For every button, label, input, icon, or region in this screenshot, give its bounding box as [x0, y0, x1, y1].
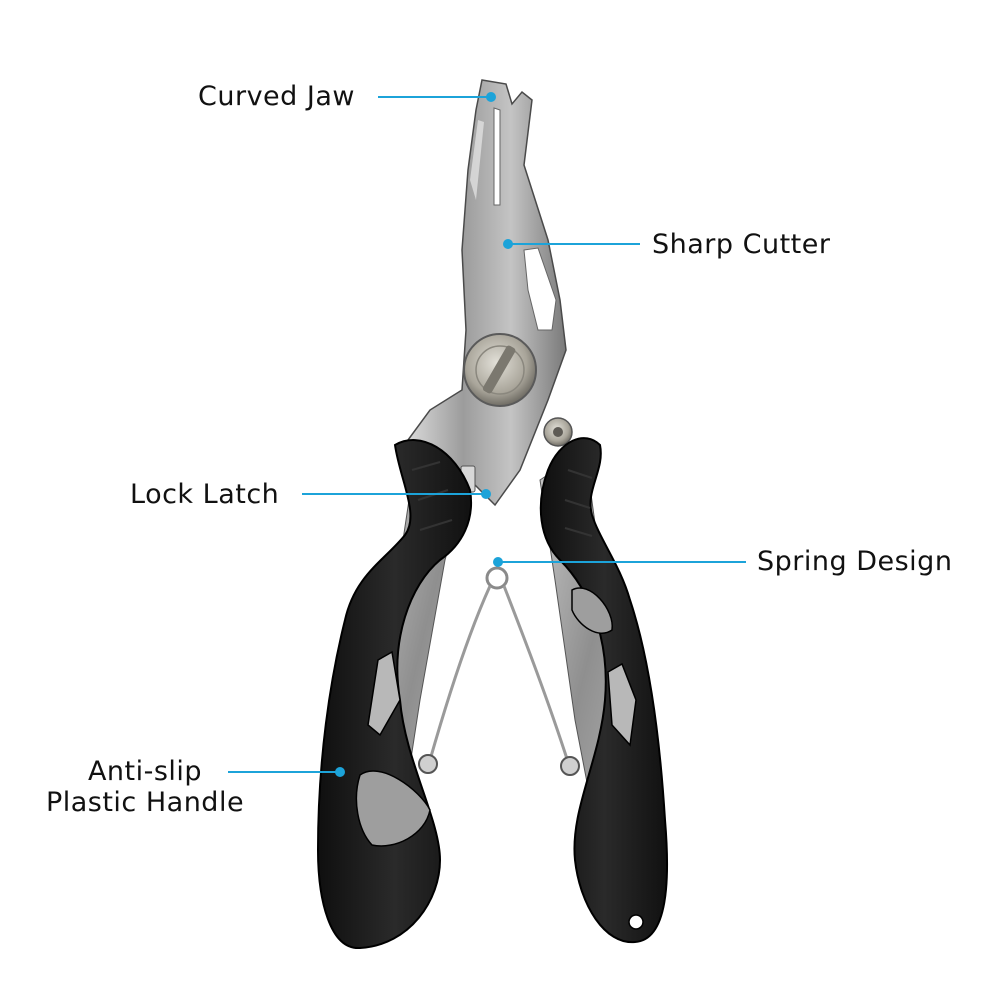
spring	[418, 566, 580, 776]
pivot-screw	[463, 333, 537, 407]
label-spring-design: Spring Design	[757, 546, 953, 577]
label-anti-slip-handle: Anti-slip Plastic Handle	[40, 756, 250, 818]
callout-curved-jaw-pointer	[378, 92, 496, 102]
label-sharp-cutter: Sharp Cutter	[652, 229, 831, 260]
callout-handle-pointer	[228, 767, 345, 777]
left-handle	[316, 439, 472, 950]
label-lock-latch: Lock Latch	[130, 479, 280, 510]
rivet	[543, 417, 573, 447]
label-anti-slip-line2: Plastic Handle	[45, 787, 245, 818]
label-curved-jaw: Curved Jaw	[198, 81, 355, 112]
callout-lock-latch-pointer	[302, 489, 491, 499]
callout-spring-design-pointer	[493, 557, 746, 567]
right-handle	[539, 437, 669, 944]
label-anti-slip-line1: Anti-slip	[87, 756, 203, 787]
callout-sharp-cutter-pointer	[503, 239, 640, 249]
jaw	[406, 79, 567, 507]
